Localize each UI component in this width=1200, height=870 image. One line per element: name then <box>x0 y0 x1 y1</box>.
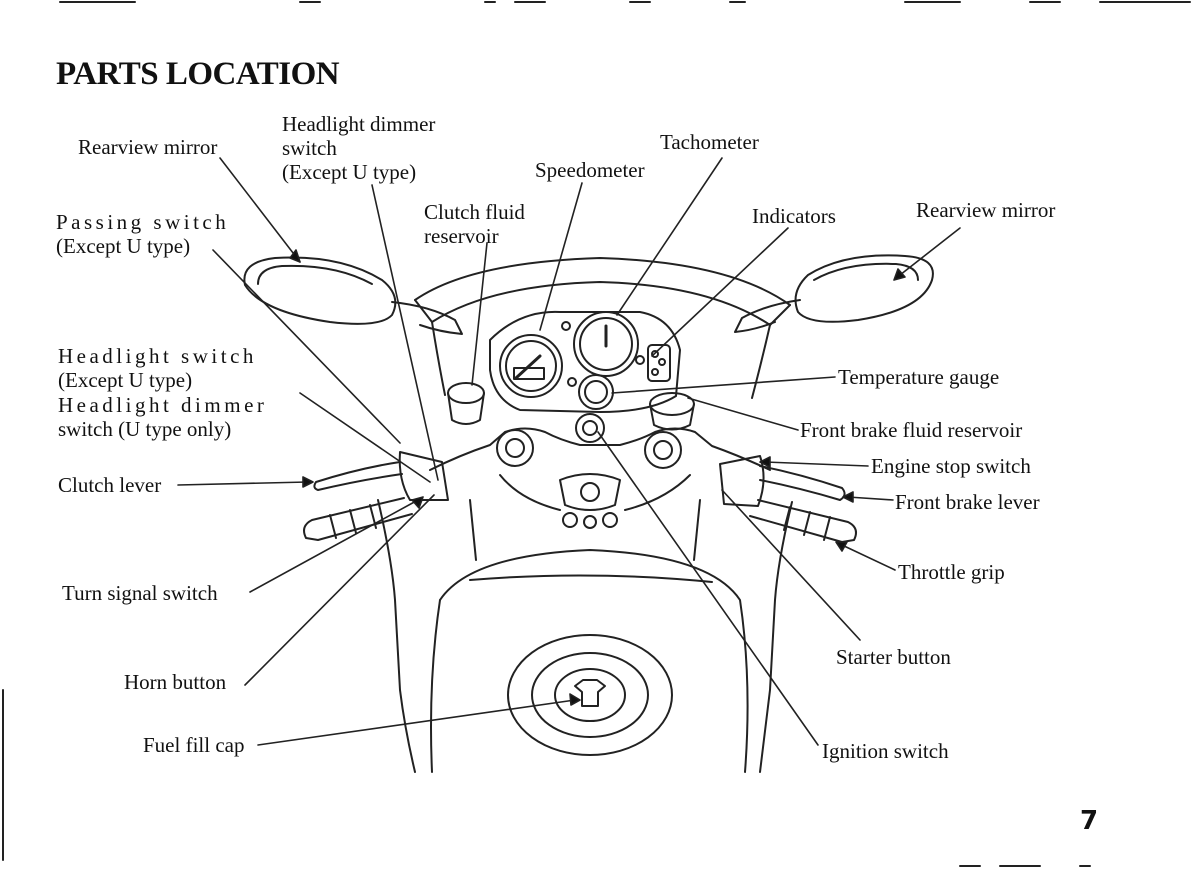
label-engine-stop-switch: Engine stop switch <box>871 454 1031 478</box>
instrument-cluster <box>489 310 681 413</box>
label-line: Headlight dimmer <box>58 393 268 417</box>
label-horn-button: Horn button <box>124 670 227 694</box>
label-starter-button: Starter button <box>836 645 951 669</box>
label-line: reservoir <box>424 224 499 248</box>
label-line: switch <box>282 136 337 160</box>
label-line: switch (U type only) <box>58 417 232 441</box>
label-speedometer: Speedometer <box>535 158 645 182</box>
label-temperature-gauge: Temperature gauge <box>838 365 1000 389</box>
label-passing-switch: Passing switch (Except U type) <box>56 210 229 258</box>
label-line: Clutch fluid <box>424 200 525 224</box>
label-line: (Except U type) <box>56 234 191 258</box>
label-tachometer: Tachometer <box>660 130 759 154</box>
label-indicators: Indicators <box>752 204 836 228</box>
label-headlight-dimmer-switch: Headlight dimmer switch (Except U type) <box>282 112 435 184</box>
label-clutch-lever: Clutch lever <box>58 473 162 497</box>
handlebars-drawing <box>303 413 857 543</box>
page-title: PARTS LOCATION <box>56 56 340 92</box>
label-rearview-mirror-right: Rearview mirror <box>916 198 1056 222</box>
label-line: (Except U type) <box>58 368 193 392</box>
label-line: (Except U type) <box>282 160 417 184</box>
label-headlight-dimmer-u: Headlight dimmer switch (U type only) <box>58 393 267 441</box>
tank-drawing <box>377 499 793 773</box>
label-clutch-fluid-reservoir: Clutch fluid reservoir <box>424 200 525 248</box>
label-front-brake-lever: Front brake lever <box>895 490 1040 514</box>
label-front-brake-fluid-reservoir: Front brake fluid reservoir <box>800 418 1023 442</box>
label-line: Passing switch <box>56 210 230 234</box>
label-headlight-switch: Headlight switch (Except U type) <box>58 344 257 392</box>
leader-lines <box>177 157 961 746</box>
label-fuel-fill-cap: Fuel fill cap <box>143 733 245 757</box>
label-rearview-mirror-left: Rearview mirror <box>78 135 218 159</box>
page-number: 7 <box>1080 806 1099 836</box>
right-mirror-drawing <box>734 254 934 333</box>
label-turn-signal-switch: Turn signal switch <box>62 581 218 605</box>
label-line: Headlight dimmer <box>282 112 436 136</box>
label-ignition-switch: Ignition switch <box>822 739 949 763</box>
label-line: Headlight switch <box>58 344 257 368</box>
label-throttle-grip: Throttle grip <box>898 560 1005 584</box>
left-mirror-drawing <box>243 256 463 335</box>
